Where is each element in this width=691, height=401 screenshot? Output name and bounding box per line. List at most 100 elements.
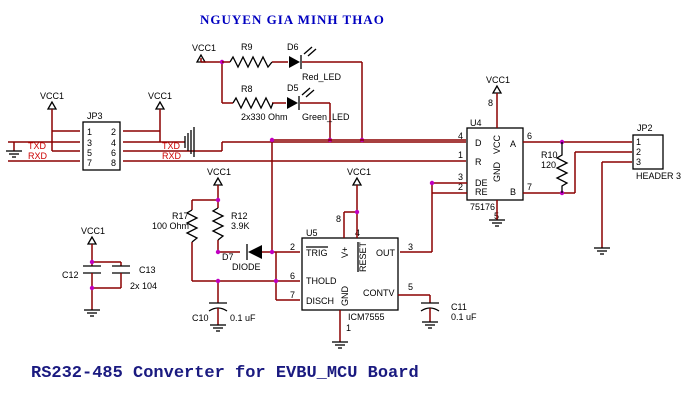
svg-text:VCC1: VCC1 <box>192 43 216 53</box>
svg-text:2: 2 <box>290 242 295 252</box>
svg-text:RXD: RXD <box>28 151 48 161</box>
svg-text:7: 7 <box>527 182 532 192</box>
svg-text:R9: R9 <box>241 42 253 52</box>
svg-text:TXD: TXD <box>28 141 47 151</box>
svg-text:6: 6 <box>290 271 295 281</box>
ic-u5: U5 ICM7555 TRIG THOLD DISCH OUT CONTV V+… <box>290 214 413 333</box>
svg-text:U4: U4 <box>470 118 482 128</box>
svg-text:GND: GND <box>340 286 350 307</box>
svg-text:7: 7 <box>87 158 92 168</box>
svg-text:2: 2 <box>458 182 463 192</box>
connector-jp2: JP2 HEADER 3 1 2 3 <box>632 123 681 181</box>
svg-text:8: 8 <box>336 214 341 224</box>
svg-text:THOLD: THOLD <box>306 276 337 286</box>
svg-text:VCC1: VCC1 <box>347 167 371 177</box>
svg-text:U5: U5 <box>306 228 318 238</box>
ground-symbol-jp2 <box>594 247 610 255</box>
svg-text:3: 3 <box>87 138 92 148</box>
ic-u4: U4 75176 D R DE RE A B VCC GND 4 1 3 2 6… <box>458 98 532 221</box>
jp3-wires: TXD RXD TXD RXD <box>8 109 466 162</box>
svg-text:R10: R10 <box>541 150 558 160</box>
vcc-symbol-r12: VCC1 <box>207 167 231 186</box>
svg-text:TXD: TXD <box>162 141 181 151</box>
svg-text:JP2: JP2 <box>637 123 653 133</box>
vcc-symbol-u4: VCC1 <box>486 75 510 94</box>
svg-text:6: 6 <box>111 148 116 158</box>
u5-wires <box>339 185 431 342</box>
svg-text:C10: C10 <box>192 313 209 323</box>
svg-text:D: D <box>475 138 482 148</box>
svg-text:2: 2 <box>636 147 641 157</box>
svg-text:GND: GND <box>492 162 502 183</box>
svg-text:RESET: RESET <box>358 241 368 272</box>
svg-text:1: 1 <box>636 137 641 147</box>
svg-text:A: A <box>510 139 516 149</box>
svg-text:R: R <box>475 157 482 167</box>
svg-text:3: 3 <box>408 242 413 252</box>
svg-text:D6: D6 <box>287 42 299 52</box>
svg-text:D7: D7 <box>222 252 234 262</box>
svg-text:DE: DE <box>475 178 488 188</box>
svg-text:VCC1: VCC1 <box>81 226 105 236</box>
svg-text:5: 5 <box>408 282 413 292</box>
capacitor-c10: C10 0.1 uF <box>192 302 256 332</box>
svg-text:DIODE: DIODE <box>232 262 261 272</box>
svg-text:3.9K: 3.9K <box>231 221 250 231</box>
vcc-symbol-caps: VCC1 <box>81 226 105 245</box>
svg-text:5: 5 <box>87 148 92 158</box>
ground-symbol-u4 <box>489 219 505 227</box>
resistor-r8: R8 2x330 Ohm <box>232 84 288 122</box>
svg-text:1: 1 <box>458 150 463 160</box>
svg-text:RXD: RXD <box>162 151 182 161</box>
svg-text:6: 6 <box>527 131 532 141</box>
vcc-symbol-u5: VCC1 <box>347 167 371 186</box>
svg-text:VCC: VCC <box>492 134 502 154</box>
svg-text:HEADER 3: HEADER 3 <box>636 171 681 181</box>
svg-text:0.1 uF: 0.1 uF <box>230 313 256 323</box>
ground-symbol-u5 <box>332 341 348 349</box>
ground-symbol-jp3-left <box>6 142 22 158</box>
led-d5: D5 Green_LED <box>287 83 350 122</box>
svg-text:0.1 uF: 0.1 uF <box>451 312 477 322</box>
u4-wires <box>327 93 632 253</box>
board-title: RS232-485 Converter for EVBU_MCU Board <box>31 364 419 383</box>
svg-text:2x 104: 2x 104 <box>130 281 157 291</box>
svg-text:B: B <box>510 187 516 197</box>
svg-text:C13: C13 <box>139 265 156 275</box>
svg-text:1: 1 <box>346 323 351 333</box>
svg-text:2x330 Ohm: 2x330 Ohm <box>241 112 288 122</box>
vcc-symbol-jp3-right: VCC1 <box>148 91 172 110</box>
led-d6: D6 Red_LED <box>287 42 342 82</box>
svg-text:75176: 75176 <box>470 202 495 212</box>
svg-text:VCC1: VCC1 <box>40 91 64 101</box>
svg-text:3: 3 <box>636 157 641 167</box>
capacitors-c12-c13: C12 C13 2x 104 <box>62 244 157 317</box>
svg-text:100 Ohm: 100 Ohm <box>152 221 189 231</box>
svg-text:TRIG: TRIG <box>306 248 328 258</box>
svg-text:JP3: JP3 <box>87 111 103 121</box>
svg-text:DISCH: DISCH <box>306 296 334 306</box>
svg-text:120: 120 <box>541 160 556 170</box>
svg-text:4: 4 <box>111 138 116 148</box>
svg-text:C11: C11 <box>451 302 467 312</box>
connector-jp3: JP3 1 3 5 7 2 4 6 8 <box>82 111 121 171</box>
svg-text:V+: V+ <box>340 247 350 258</box>
svg-text:VCC1: VCC1 <box>207 167 231 177</box>
svg-text:1: 1 <box>87 127 92 137</box>
jp2-wires <box>601 161 632 248</box>
capacitor-c11: C11 0.1 uF <box>420 302 477 329</box>
timer-wires <box>191 137 466 303</box>
svg-text:VCC1: VCC1 <box>486 75 510 85</box>
resistor-r9: R9 <box>222 42 273 69</box>
svg-text:3: 3 <box>458 172 463 182</box>
diode-d7: D7 DIODE <box>222 244 262 272</box>
svg-text:8: 8 <box>488 98 493 108</box>
svg-text:ICM7555: ICM7555 <box>348 312 385 322</box>
resistor-r12: R12 3.9K <box>211 207 250 241</box>
svg-text:R8: R8 <box>241 84 253 94</box>
resistor-r17: R17 100 Ohm <box>152 209 199 243</box>
vcc-symbol-leds: VCC1 <box>192 43 216 63</box>
svg-text:RE: RE <box>475 187 488 197</box>
